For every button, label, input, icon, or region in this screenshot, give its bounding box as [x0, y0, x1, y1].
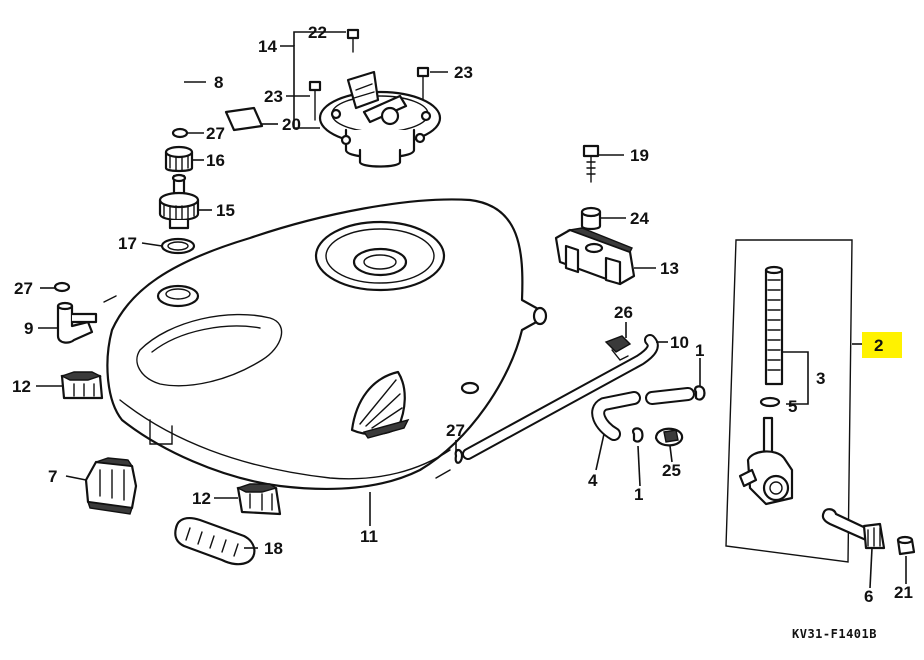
callout-4: 4 [588, 471, 598, 490]
callout-22: 22 [308, 23, 327, 42]
part-20-gasket [224, 106, 264, 132]
part-9-joint [56, 295, 117, 344]
callout-3: 3 [816, 369, 825, 388]
callout-12-middle: 12 [192, 489, 211, 508]
callout-23-left: 23 [264, 87, 283, 106]
callout-10: 10 [670, 333, 689, 352]
callout-13: 13 [660, 259, 679, 278]
callout-15: 15 [216, 201, 235, 220]
leader-lines [36, 31, 907, 589]
fuel-cock-body [738, 416, 794, 506]
part-12-rubber-middle [236, 483, 282, 516]
bolt-23-right [416, 66, 430, 101]
part-26-clamp [604, 335, 632, 361]
callout-14: 14 [258, 37, 277, 56]
callout-1-left: 1 [634, 485, 643, 504]
part-4-hose [591, 387, 695, 441]
callout-27-top: 27 [206, 124, 225, 143]
part-2-petcock-assembly [725, 239, 853, 563]
callout-5: 5 [788, 397, 797, 416]
part-10-hose [462, 334, 659, 460]
part-16-cap [164, 145, 194, 173]
callout-23-right: 23 [454, 63, 473, 82]
callout-19: 19 [630, 146, 649, 165]
diagram-code: KV31-F1401B [792, 627, 877, 641]
breather-tube [59, 50, 185, 273]
callout-12-left: 12 [12, 377, 31, 396]
callout-2: 2 [874, 336, 883, 355]
callout-9: 9 [24, 319, 33, 338]
part-14-filler-cap [318, 70, 442, 168]
callout-25: 25 [662, 461, 681, 480]
part-7-rubber [84, 457, 138, 515]
part-25-clamp [654, 427, 684, 447]
part-3-strainer [764, 265, 784, 386]
bolt-23-left [308, 80, 322, 121]
callout-16: 16 [206, 151, 225, 170]
callout-6: 6 [864, 587, 873, 606]
dash-mark [435, 469, 451, 479]
fuel-tank [106, 198, 548, 491]
part-17-oring [160, 237, 196, 255]
wing-emblem [350, 370, 410, 439]
callout-24: 24 [630, 209, 649, 228]
part-1-clip-right [694, 385, 706, 401]
callout-11: 11 [360, 527, 378, 546]
callout-21: 21 [894, 583, 913, 602]
part-18-pad [174, 517, 256, 566]
callout-20: 20 [282, 115, 301, 134]
highlight-box-2 [862, 332, 902, 358]
bolt-19 [582, 144, 600, 183]
callout-27-left: 27 [14, 279, 33, 298]
clip-27-top [171, 127, 189, 139]
screw-21 [896, 535, 916, 556]
callout-labels: 8 27 16 15 17 27 9 12 7 12 18 11 14 22 2… [12, 23, 913, 606]
clip-27-left [53, 281, 71, 293]
part-1-clip-left [632, 427, 644, 443]
part-24-collar [580, 206, 602, 231]
callout-18: 18 [264, 539, 283, 558]
callout-8: 8 [214, 73, 223, 92]
part-6-lever [821, 508, 886, 550]
callout-27-right: 27 [446, 421, 465, 440]
bolt-22 [346, 28, 360, 53]
part-13-bracket [554, 227, 636, 286]
part-5-oring [759, 396, 781, 408]
callout-1-right: 1 [695, 341, 704, 360]
callout-26: 26 [614, 303, 633, 322]
part-15-valve [158, 173, 200, 230]
callout-7: 7 [48, 467, 57, 486]
callout-17: 17 [118, 234, 137, 253]
part-12-rubber-left [60, 371, 104, 400]
